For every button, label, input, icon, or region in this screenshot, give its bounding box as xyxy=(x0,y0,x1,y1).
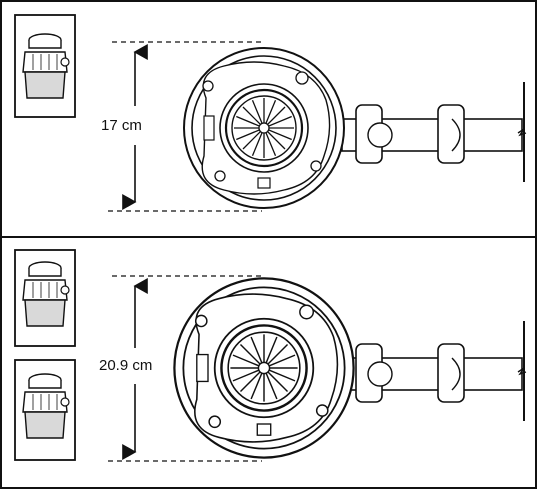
disposer-top-view xyxy=(182,46,346,210)
panel-compact xyxy=(14,249,527,462)
dimension-label-standard: 17 cm xyxy=(99,117,144,135)
disposer-top-view xyxy=(173,277,355,459)
dimension-label-compact: 20.9 cm xyxy=(97,357,155,375)
panel-standard xyxy=(14,14,527,212)
